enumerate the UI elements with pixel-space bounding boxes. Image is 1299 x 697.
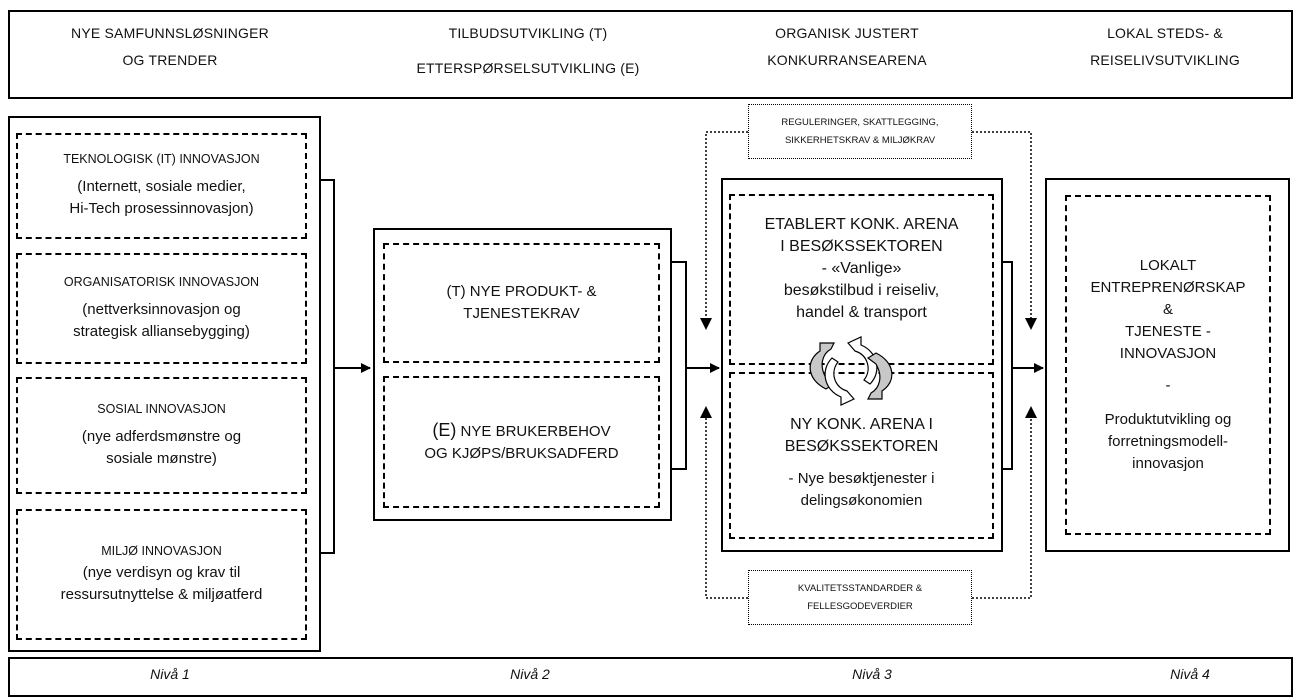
level2-demand-box: (E) NYE BRUKERBEHOV OG KJØPS/BRUKSADFERD: [383, 376, 660, 508]
box-text: KVALITETSSTANDARDER &: [797, 582, 923, 594]
box-text: - «Vanlige»: [821, 259, 902, 277]
demand-line: NYE BRUKERBEHOV: [456, 423, 611, 440]
box-text: (nye adferdsmønstre og: [81, 427, 242, 445]
footer-level-3: Nivå 3: [852, 666, 892, 682]
header-line: OG TRENDER: [122, 52, 218, 68]
header-line: REISELIVSUTVIKLING: [1090, 52, 1240, 68]
new-arena-box: NY KONK. ARENA I BESØKSSEKTOREN - Nye be…: [729, 372, 994, 539]
box-title: ORGANISATORISK INNOVASJON: [63, 274, 260, 289]
box-text: Produktutvikling og: [1104, 411, 1232, 428]
box-text: I BESØKSSEKTOREN: [780, 237, 943, 255]
regulations-box: REGULERINGER, SKATTLEGGING, SIKKERHETSKR…: [748, 104, 972, 159]
box-title: SOSIAL INNOVASJON: [97, 401, 226, 416]
footer-level-1: Nivå 1: [150, 666, 190, 682]
box-text: (T) NYE PRODUKT- &: [446, 283, 597, 300]
quality-arrow-left: [700, 406, 712, 418]
cycle-arrows-icon: [809, 336, 893, 406]
box-text: (E) NYE BRUKERBEHOV: [432, 419, 610, 443]
box-text: TJENESTE -: [1125, 323, 1211, 340]
box-text: forretningsmodell-: [1107, 433, 1229, 450]
level1-social-innovation: SOSIAL INNOVASJON (nye adferdsmønstre og…: [16, 377, 307, 494]
box-text: SIKKERHETSKRAV & MILJØKRAV: [784, 134, 936, 146]
header-bar: NYE SAMFUNNSLØSNINGER OG TRENDER TILBUDS…: [8, 10, 1293, 99]
level2-supply-box: (T) NYE PRODUKT- & TJENESTEKRAV: [383, 243, 660, 363]
box-text: ressursutnyttelse & miljøatferd: [60, 585, 263, 603]
box-text: INNOVASJON: [1119, 345, 1217, 362]
level1-env-innovation: MILJØ INNOVASJON (nye verdisyn og krav t…: [16, 509, 307, 640]
header-line: ORGANISK JUSTERT: [775, 25, 919, 41]
quality-arrow-right: [1025, 406, 1037, 418]
regulation-arrow-left: [700, 318, 712, 330]
box-text: ETABLERT KONK. ARENA: [764, 215, 959, 233]
header-line: NYE SAMFUNNSLØSNINGER: [71, 25, 269, 41]
header-level-2: TILBUDSUTVIKLING (T) ETTERSPØRSELSUTVIKL…: [378, 20, 678, 82]
box-text: sosiale mønstre): [106, 449, 217, 467]
box-text: LOKALT: [1139, 257, 1197, 274]
header-level-4: LOKAL STEDS- & REISELIVSUTVIKLING: [1040, 20, 1290, 74]
box-text: -: [1165, 377, 1171, 394]
box-text: NY KONK. ARENA I: [790, 415, 933, 433]
box-text: TJENESTEKRAV: [463, 305, 580, 322]
box-text: handel & transport: [796, 303, 927, 321]
level1-org-innovation: ORGANISATORISK INNOVASJON (nettverksinno…: [16, 253, 307, 364]
header-line: ETTERSPØRSELSUTVIKLING (E): [416, 60, 640, 76]
header-line: TILBUDSUTVIKLING (T): [448, 25, 608, 41]
box-text: Hi-Tech prosessinnovasjon): [69, 200, 254, 217]
box-text: (nye verdisyn og krav til: [82, 563, 241, 581]
box-text: OG KJØPS/BRUKSADFERD: [424, 445, 619, 462]
quality-connector: [705, 412, 1032, 599]
header-level-1: NYE SAMFUNNSLØSNINGER OG TRENDER: [10, 20, 330, 74]
demand-prefix: (E): [432, 420, 457, 440]
box-text: FELLESGODEVERDIER: [807, 600, 913, 612]
level3-bracket: [1003, 261, 1044, 470]
quality-box: KVALITETSSTANDARDER & FELLESGODEVERDIER: [748, 570, 972, 625]
regulation-connector: [705, 131, 1032, 324]
header-level-3: ORGANISK JUSTERT KONKURRANSEARENA: [722, 20, 972, 74]
box-text: innovasjon: [1132, 455, 1204, 472]
level1-tech-innovation: TEKNOLOGISK (IT) INNOVASJON (Internett, …: [16, 133, 307, 239]
box-text: - Nye besøktjenester i: [788, 469, 935, 487]
box-title: MILJØ INNOVASJON: [101, 543, 222, 558]
header-line: LOKAL STEDS- &: [1107, 25, 1223, 41]
box-text: &: [1162, 301, 1173, 318]
local-entrepreneurship-box: LOKALT ENTREPRENØRSKAP & TJENESTE - INNO…: [1065, 195, 1271, 535]
box-title: TEKNOLOGISK (IT) INNOVASJON: [63, 152, 260, 166]
box-text: BESØKSSEKTOREN: [784, 437, 939, 455]
box-text: strategisk alliansebygging): [73, 322, 250, 340]
regulation-arrow-right: [1025, 318, 1037, 330]
header-line: KONKURRANSEARENA: [767, 52, 927, 68]
box-text: besøkstilbud i reiseliv,: [783, 281, 940, 299]
box-text: REGULERINGER, SKATTLEGGING,: [781, 116, 939, 128]
footer-level-4: Nivå 4: [1170, 666, 1210, 682]
box-text: ENTREPRENØRSKAP: [1090, 279, 1246, 296]
box-text: (nettverksinnovasjon og: [82, 300, 241, 318]
level1-bracket: [321, 179, 371, 554]
level2-bracket: [672, 261, 720, 470]
box-text: (Internett, sosiale medier,: [77, 178, 246, 195]
box-text: delingsøkonomien: [800, 491, 923, 509]
footer-level-2: Nivå 2: [510, 666, 550, 682]
